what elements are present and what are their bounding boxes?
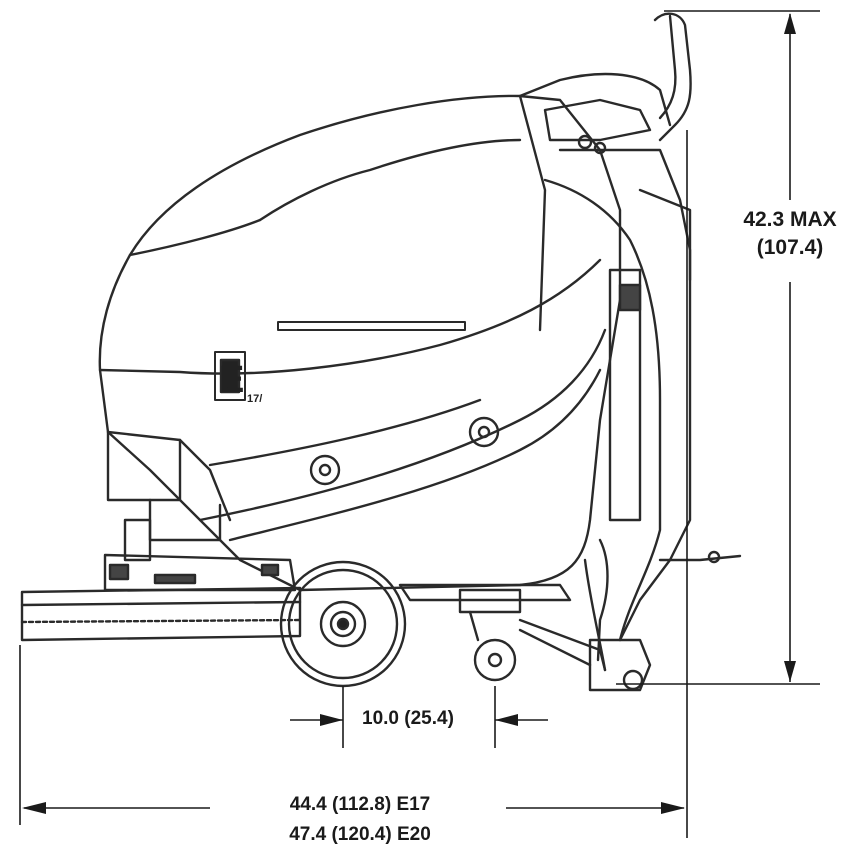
logo-letter: E (219, 359, 244, 401)
caster-wheel (398, 583, 572, 682)
height-value: 42.3 MAX (743, 208, 837, 231)
handle-frame (518, 12, 692, 672)
length-dimension (19, 130, 688, 838)
height-dimension-label: 42.3 MAX (107.4) (720, 206, 860, 262)
brush-deck (20, 518, 302, 642)
wheel-offset-dimension (290, 686, 548, 748)
body-shell (98, 94, 622, 592)
body-fasteners (309, 416, 500, 486)
length-dimension-label: 44.4 (112.8) E17 47.4 (120.4) E20 (220, 790, 500, 850)
model-logo (214, 351, 246, 401)
length-e17: 44.4 (112.8) E17 (289, 794, 431, 815)
height-metric: (107.4) (756, 236, 824, 259)
length-e20: 47.4 (120.4) E20 (289, 824, 431, 845)
squeegee-assembly (518, 550, 742, 692)
wheel-offset-label: 10.0 (25.4) (362, 708, 454, 729)
height-dimension (616, 10, 820, 685)
logo-model: 17/ (247, 393, 262, 405)
